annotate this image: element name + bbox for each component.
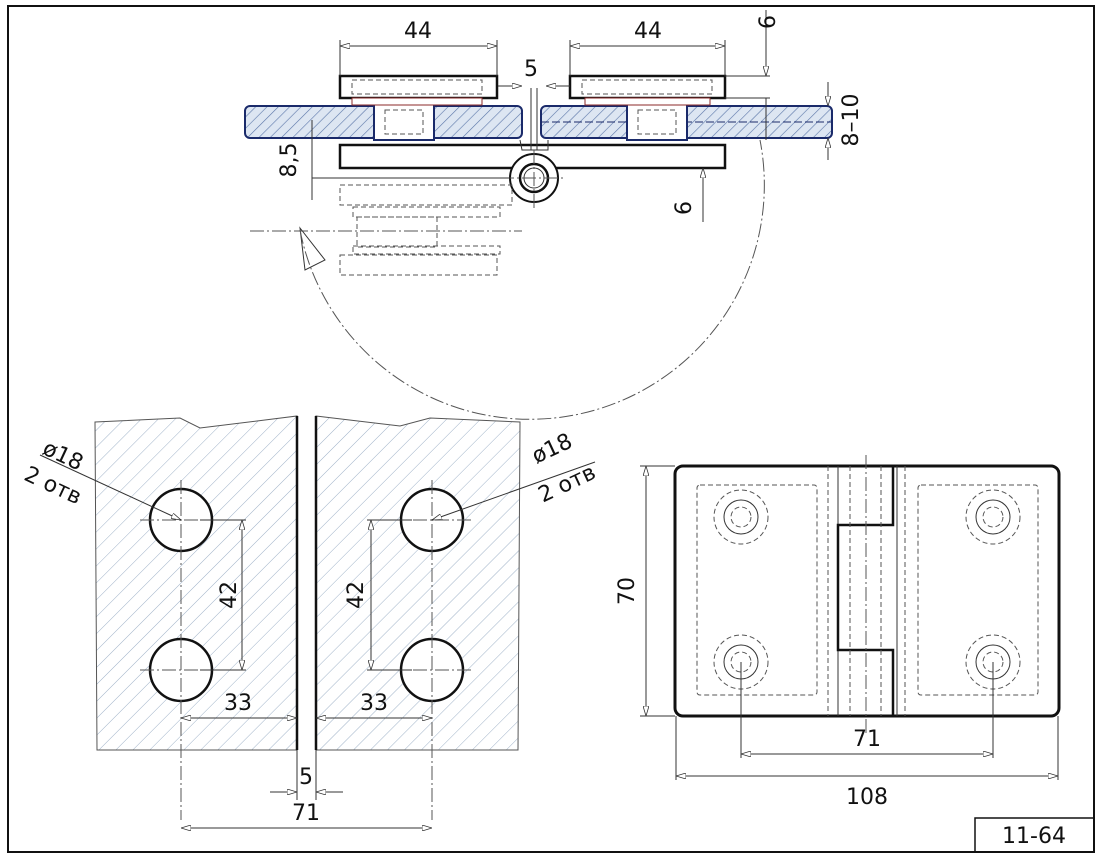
dim-hole-spacing-right: 42 bbox=[344, 581, 369, 609]
dim-plate-width-right: 44 bbox=[634, 19, 662, 44]
swing-direction-arrow-icon bbox=[299, 226, 326, 271]
swing-arc bbox=[299, 139, 765, 420]
dim-hole-center-distance: 71 bbox=[292, 801, 320, 826]
dim-axis-offset: 8,5 bbox=[277, 143, 302, 178]
dim-gap-glass: 5 bbox=[299, 765, 313, 790]
hinge-body bbox=[673, 464, 1061, 718]
dim-edge-offset-right: 33 bbox=[360, 691, 388, 716]
dim-plate-width-left: 44 bbox=[404, 19, 432, 44]
top-plate-left bbox=[338, 74, 499, 100]
dim-plate-thickness-top: 6 bbox=[756, 15, 781, 29]
top-section-view: 44 44 5 6 8–10 8,5 6 bbox=[244, 10, 864, 420]
hinge-knuckle-outline bbox=[836, 466, 895, 716]
drawing-frame bbox=[7, 5, 1095, 853]
dim-plate-thickness-bottom: 6 bbox=[672, 201, 697, 215]
dim-edge-offset-left: 33 bbox=[224, 691, 252, 716]
glass-hole-layout-view: ø18 2 отв ø18 2 отв 42 42 33 33 5 71 bbox=[20, 415, 600, 828]
title-box bbox=[974, 817, 1095, 853]
drawing-code: 11-64 bbox=[1002, 824, 1066, 849]
dim-hinge-hole-distance: 71 bbox=[853, 727, 881, 752]
dim-hinge-width: 108 bbox=[846, 785, 888, 810]
top-plate-right bbox=[568, 74, 727, 100]
hole-diameter-right: ø18 bbox=[528, 429, 576, 469]
hole-count-right: 2 отв bbox=[535, 460, 600, 508]
dim-hole-spacing-left: 42 bbox=[217, 581, 242, 609]
dim-hinge-height: 70 bbox=[615, 577, 640, 605]
dim-gap-top: 5 bbox=[524, 57, 538, 82]
glass-panel-left bbox=[94, 415, 298, 751]
dim-glass-thickness: 8–10 bbox=[839, 94, 864, 147]
hinge-front-view: 70 71 108 bbox=[615, 455, 1061, 810]
